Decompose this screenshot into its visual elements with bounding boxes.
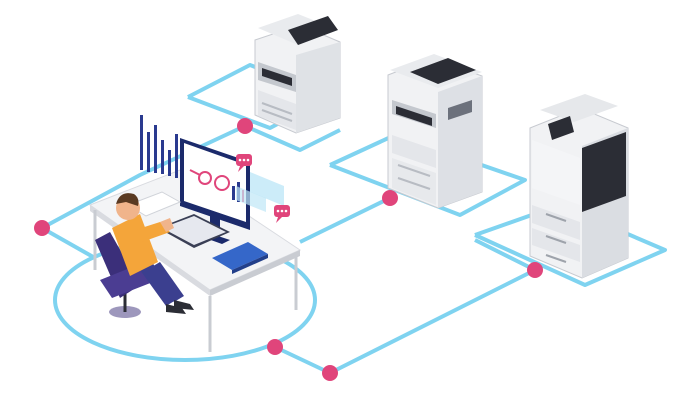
node-middle: [382, 190, 398, 206]
laptop: [212, 242, 268, 270]
network-nodes: [34, 118, 543, 381]
bar-chart-hologram-icon: [140, 115, 178, 178]
link-left-node: [41, 226, 96, 260]
multifunction-printer-icon: [387, 54, 483, 209]
person-at-desk: [112, 193, 194, 314]
node-right: [527, 262, 543, 278]
node-bottom-left: [267, 339, 283, 355]
link-bottom-route: [274, 268, 536, 375]
node-top: [237, 118, 253, 134]
workstation-illustration: [88, 115, 302, 352]
link-left-to-top: [41, 124, 246, 230]
compact-printer-icon: [254, 14, 341, 134]
chat-bubble-icon: [236, 154, 290, 223]
hologram-panel: [250, 172, 284, 206]
node-left: [34, 220, 50, 236]
link-node-top: [244, 124, 341, 152]
node-bottom: [322, 365, 338, 381]
link-mid-to-desk: [299, 196, 391, 244]
large-copier-icon: [529, 94, 629, 279]
link-bottom-to-copier: [474, 238, 536, 272]
